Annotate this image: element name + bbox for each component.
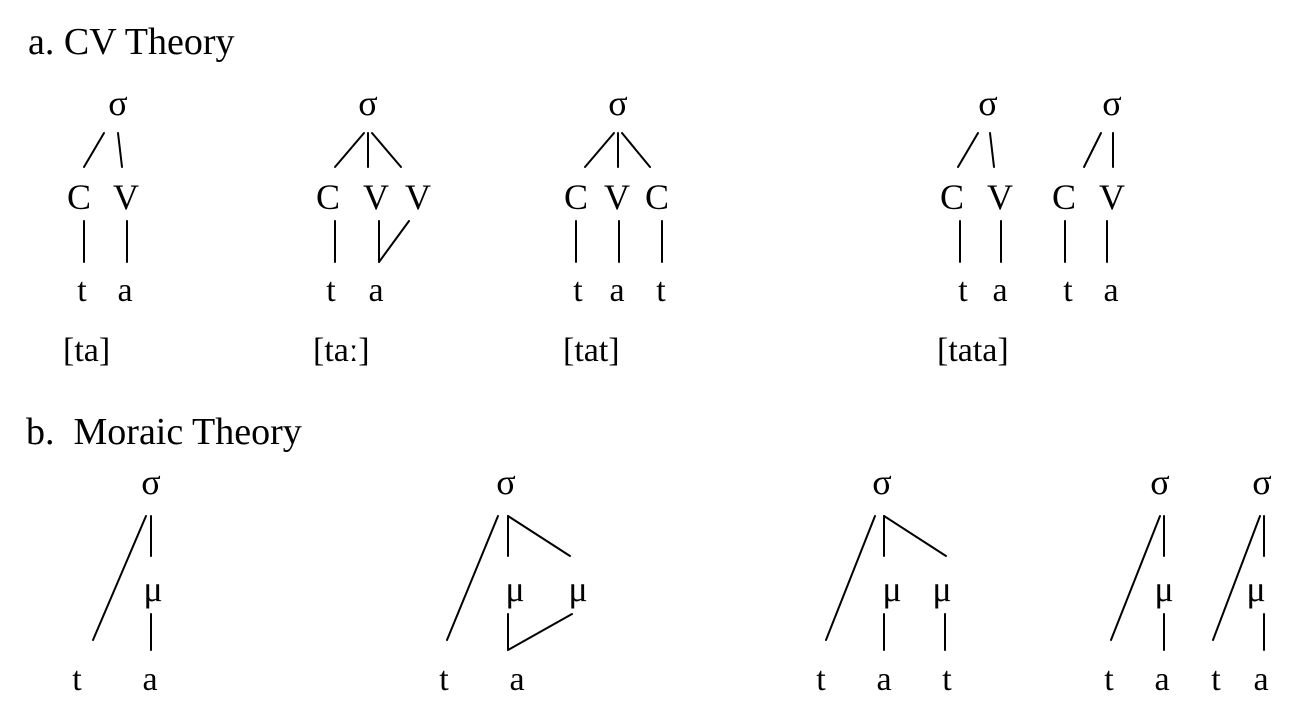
segment-t: t	[816, 661, 826, 698]
sigma-node: σ	[608, 83, 627, 123]
sigma-node: σ	[358, 83, 377, 123]
skeleton-c: C	[645, 177, 669, 217]
association-line	[957, 132, 979, 168]
association-line	[117, 132, 123, 168]
segment-a: a	[992, 272, 1007, 309]
mora-node: μ	[505, 569, 524, 609]
skeleton-v: V	[1099, 177, 1125, 217]
mora-node: μ	[143, 569, 162, 609]
segment-a: a	[509, 661, 524, 698]
association-line	[83, 132, 105, 168]
association-line	[92, 515, 147, 641]
segment-a: a	[1253, 661, 1268, 698]
skeleton-v: V	[113, 177, 139, 217]
skeleton-v: V	[405, 177, 431, 217]
segment-a: a	[876, 661, 891, 698]
mora-node: μ	[1246, 569, 1265, 609]
association-line	[507, 613, 573, 651]
association-line	[883, 515, 947, 557]
segment-t: t	[1211, 661, 1221, 698]
moraic-example-long-vowel: σ μ μ t a	[439, 462, 587, 698]
transcription: [taː]	[313, 332, 370, 369]
sigma-node: σ	[978, 83, 997, 123]
skeleton-c: C	[1052, 177, 1076, 217]
skeleton-c: C	[940, 177, 964, 217]
moraic-example-ta: σ μ t a	[72, 462, 162, 698]
segment-a: a	[1154, 661, 1169, 698]
association-line	[989, 132, 995, 168]
section-b-heading: b. Moraic Theory	[26, 411, 302, 453]
segment-t: t	[1104, 661, 1114, 698]
segment-t: t	[573, 272, 583, 309]
association-line	[371, 132, 402, 168]
segment-t: t	[958, 272, 968, 309]
segment-a: a	[1103, 272, 1118, 309]
sigma-node: σ	[108, 83, 127, 123]
segment-a: a	[609, 272, 624, 309]
segment-t: t	[439, 661, 449, 698]
association-line	[1212, 515, 1261, 641]
skeleton-v: V	[987, 177, 1013, 217]
association-line	[1110, 515, 1161, 641]
association-line	[446, 515, 499, 641]
sigma-node: σ	[872, 462, 891, 502]
sigma-node: σ	[496, 462, 515, 502]
association-line	[334, 132, 365, 168]
sigma-node: σ	[1102, 83, 1121, 123]
association-line	[584, 132, 615, 168]
sigma-node: σ	[1150, 462, 1169, 502]
association-line	[1083, 132, 1102, 168]
transcription: [tat]	[563, 332, 620, 369]
moraic-example-tat: σ μ μ t a t	[816, 462, 952, 698]
section-a-heading: a. CV Theory	[28, 21, 235, 63]
association-line	[621, 132, 651, 168]
skeleton-c: C	[564, 177, 588, 217]
association-line	[378, 220, 410, 263]
moraic-example-tata: σ σ μ μ t a t a	[1104, 462, 1271, 698]
association-line	[507, 515, 571, 557]
mora-node: μ	[568, 569, 587, 609]
transcription: [ta]	[63, 332, 110, 369]
segment-t: t	[942, 661, 952, 698]
sigma-node: σ	[1252, 462, 1271, 502]
cv-example-long-vowel: σ C V V t a [taː]	[313, 83, 431, 369]
association-line	[825, 515, 876, 641]
segment-a: a	[368, 272, 383, 309]
skeleton-v: V	[363, 177, 389, 217]
sigma-node: σ	[141, 462, 160, 502]
mora-node: μ	[1154, 569, 1173, 609]
transcription: [tata]	[937, 332, 1009, 369]
cv-example-tata: σ σ C V C V t a t a [tata]	[937, 83, 1125, 369]
segment-t: t	[326, 272, 336, 309]
skeleton-v: V	[604, 177, 630, 217]
segment-t: t	[77, 272, 87, 309]
segment-t: t	[72, 661, 82, 698]
mora-node: μ	[882, 569, 901, 609]
segment-a: a	[142, 661, 157, 698]
segment-t: t	[1063, 272, 1073, 309]
cv-example-ta: σ C V t a [ta]	[63, 83, 139, 369]
cv-example-tat: σ C V C t a t [tat]	[563, 83, 669, 369]
segment-t: t	[656, 272, 666, 309]
mora-node: μ	[932, 569, 951, 609]
skeleton-c: C	[316, 177, 340, 217]
skeleton-c: C	[67, 177, 91, 217]
segment-a: a	[117, 272, 132, 309]
